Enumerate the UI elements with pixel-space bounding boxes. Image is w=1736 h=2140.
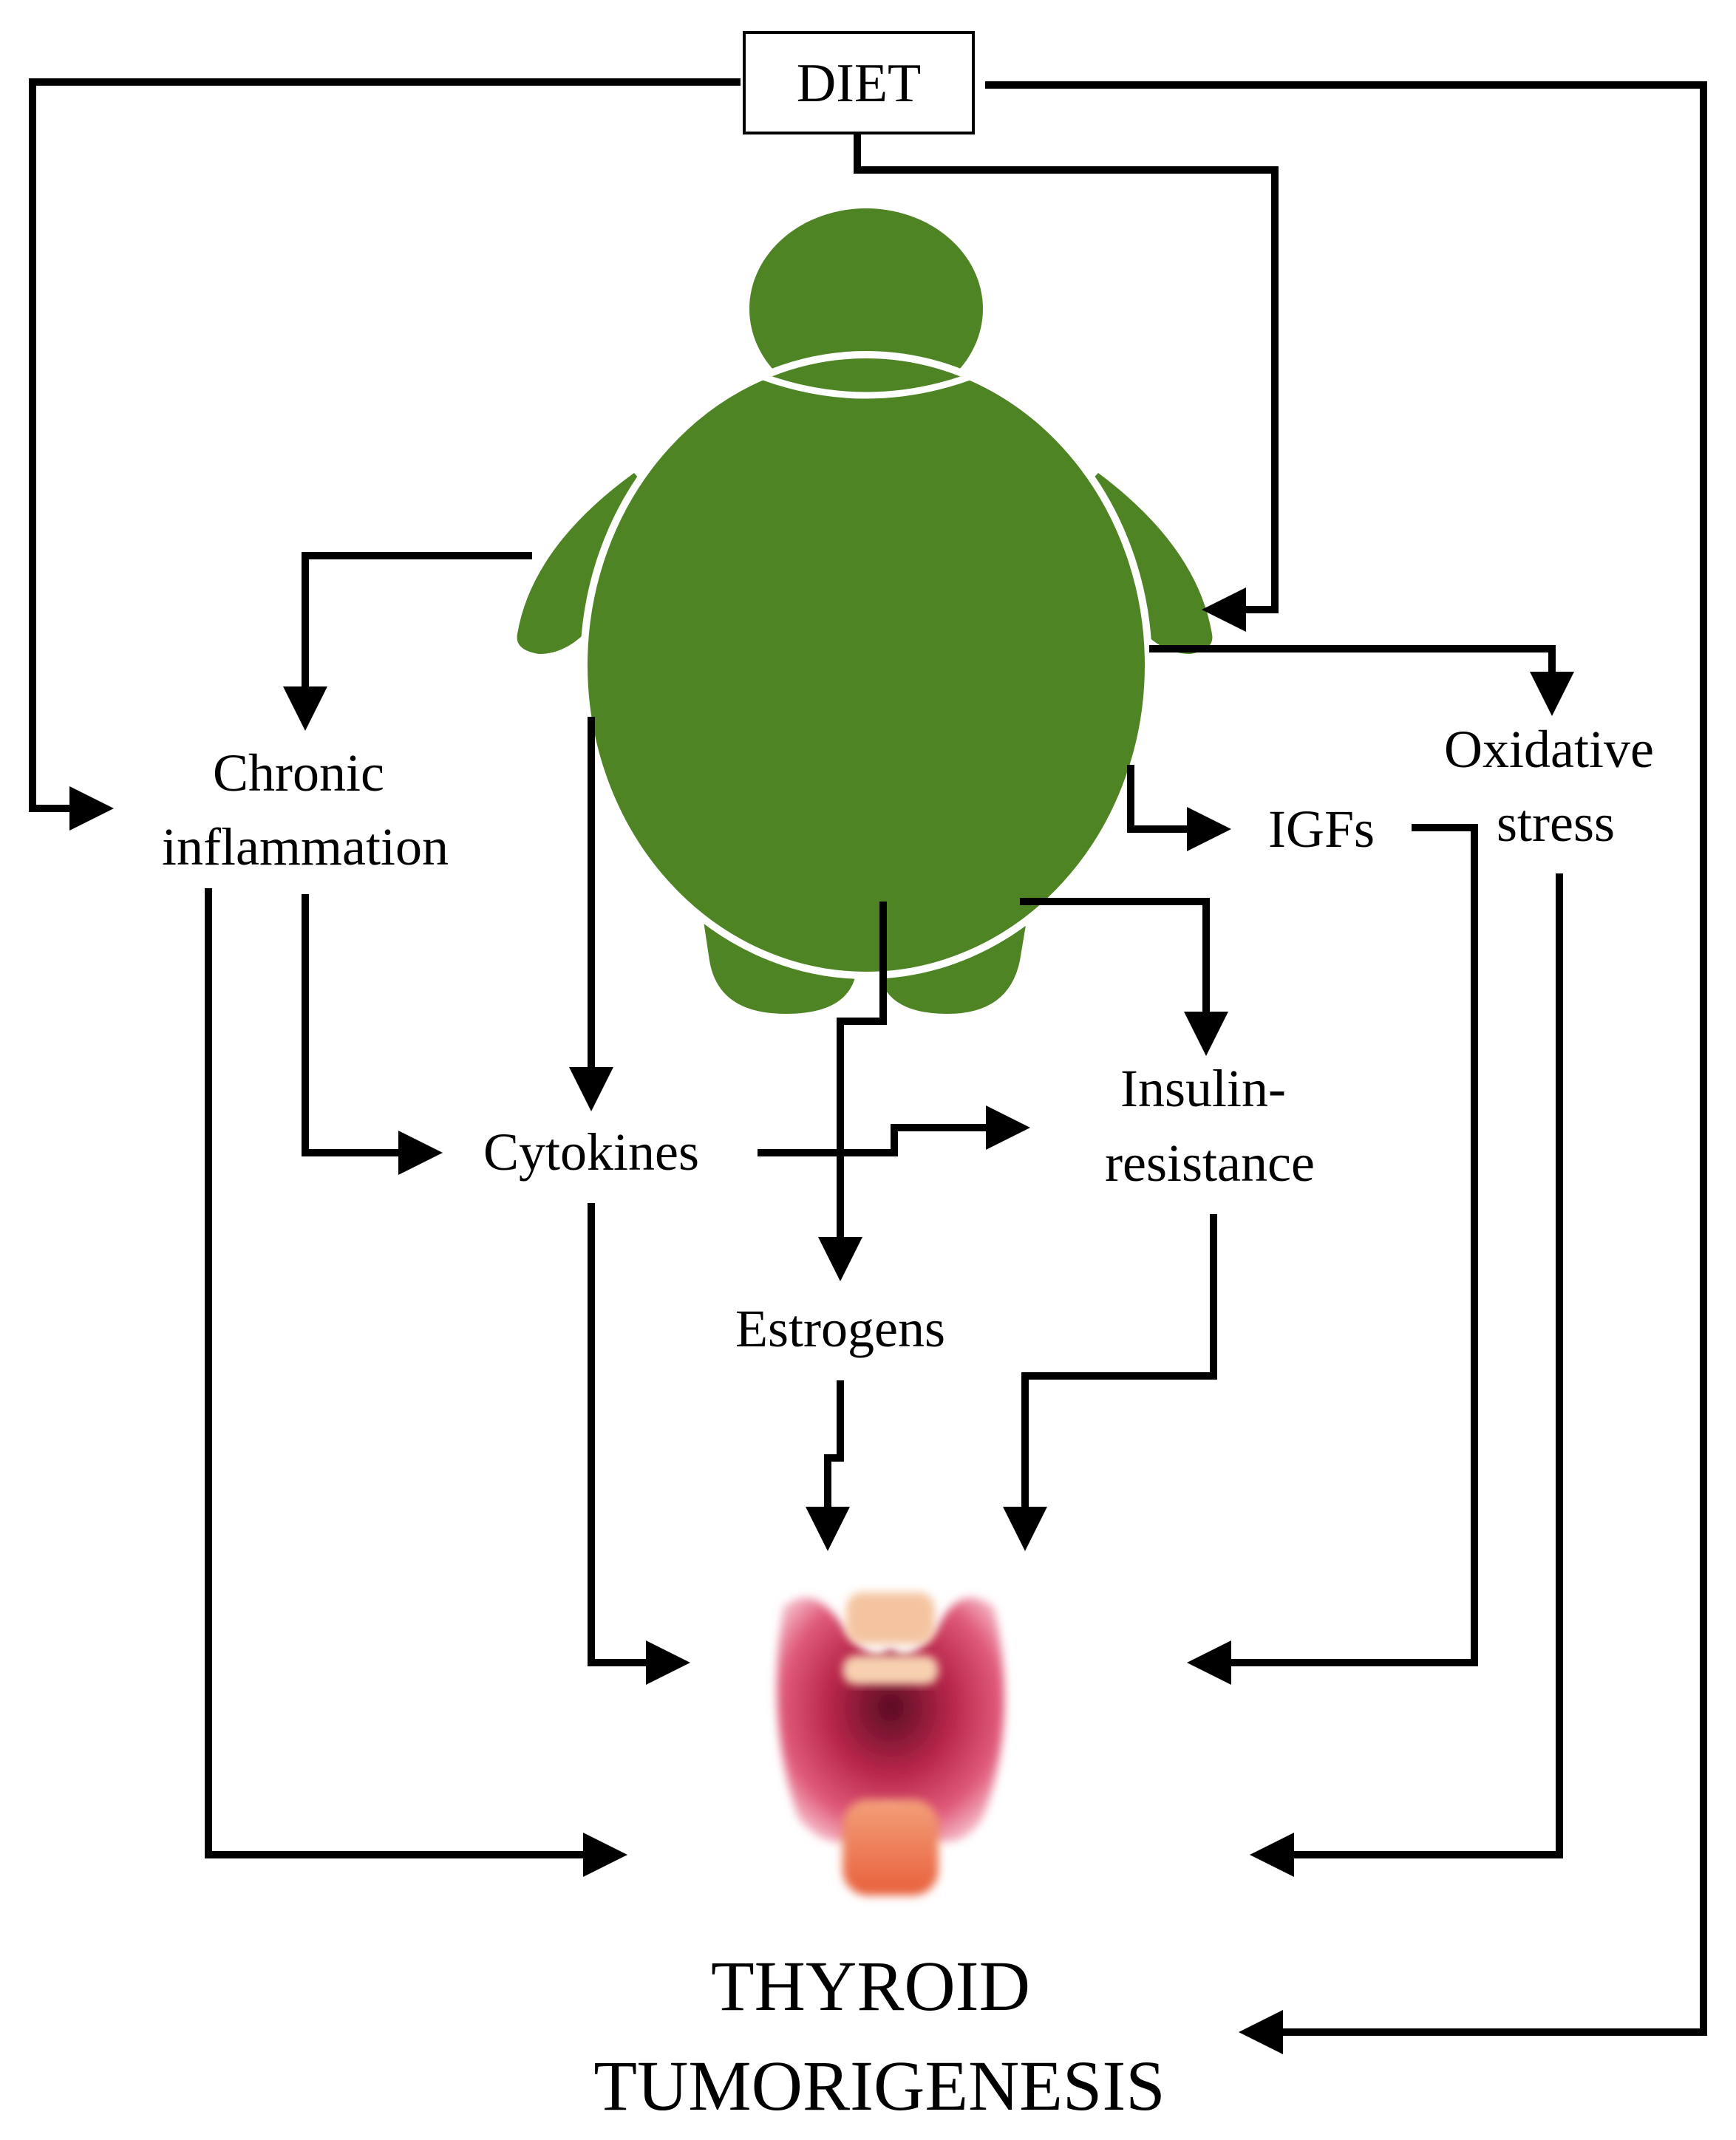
arrow-cytokines-to-thyroid — [588, 1203, 690, 1685]
insulin-resistance-label: Insulin- resistance — [1105, 1059, 1315, 1193]
obese-person-icon — [517, 208, 1213, 1014]
diet-label: DIET — [797, 53, 922, 114]
arrow-body-to-igfs — [1127, 765, 1231, 851]
arrow-diet-to-body — [854, 133, 1279, 632]
thyroid-tumorigenesis-label: THYROID TUMORIGENESIS — [593, 1946, 1165, 2125]
arrow-body-to-insulin — [1020, 898, 1228, 1056]
arrow-body-to-estrogens — [818, 902, 887, 1281]
arrow-inflammation-to-thyroid — [205, 888, 627, 1877]
arrow-body-to-inflammation — [283, 552, 532, 731]
arrow-diet-to-inflammation — [29, 78, 741, 831]
oxidative-stress-label: Oxidative stress — [1444, 720, 1667, 853]
arrow-body-to-oxidative — [1149, 645, 1574, 716]
arrow-oxidative-to-thyroid — [1250, 873, 1563, 1877]
chronic-inflammation-label: Chronic inflammation — [162, 743, 449, 876]
arrow-inflammation-to-cytokines — [302, 894, 443, 1175]
arrow-estrogens-to-thyroid — [806, 1380, 850, 1551]
diet-box: DIET — [743, 31, 975, 134]
arrow-diet-to-tumorigenesis — [985, 81, 1707, 2054]
arrow-cytokines-to-insulin — [758, 1105, 1030, 1156]
connector-arrows — [29, 78, 1707, 2054]
cytokines-label: Cytokines — [483, 1122, 699, 1182]
thyroid-gland-icon — [777, 1592, 1005, 1895]
igfs-label: IGFs — [1268, 800, 1375, 859]
estrogens-label: Estrogens — [735, 1299, 945, 1358]
arrow-igfs-to-thyroid — [1187, 824, 1478, 1685]
arrow-insulin-to-thyroid — [1003, 1214, 1217, 1551]
